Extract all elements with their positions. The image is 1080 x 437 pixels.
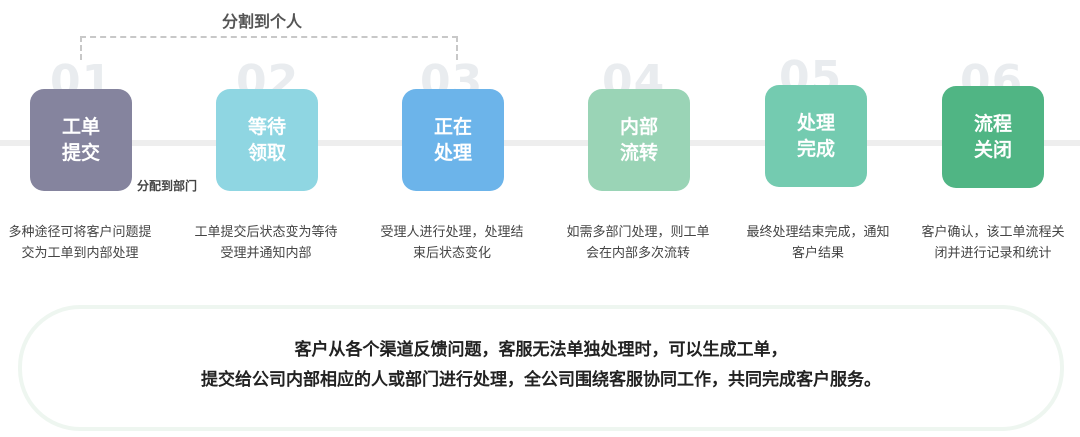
step-desc-6: 客户确认，该工单流程关闭并进行记录和统计 xyxy=(921,225,1065,261)
step-desc-4: 如需多部门处理，则工单会在内部多次流转 xyxy=(566,225,710,261)
step-title: 处理完成 xyxy=(796,112,835,160)
step-title: 等待领取 xyxy=(247,116,286,164)
step-box-transfer: 内部流转 xyxy=(588,89,690,191)
summary-panel: 客户从各个渠道反馈问题，客服无法单独处理时，可以生成工单， 提交给公司内部相应的… xyxy=(18,305,1064,431)
flow-connector-line xyxy=(0,140,1080,146)
step-desc-1: 多种途径可将客户问题提交为工单到内部处理 xyxy=(8,225,152,261)
step-title: 流程关闭 xyxy=(973,113,1012,161)
step-desc-2: 工单提交后状态变为等待受理并通知内部 xyxy=(194,225,338,261)
step-desc-5: 最终处理结束完成，通知客户结果 xyxy=(746,225,890,261)
step-title: 内部流转 xyxy=(619,116,658,164)
step-title: 正在处理 xyxy=(433,116,472,164)
step-box-submit: 工单提交 xyxy=(30,89,132,191)
step-box-complete: 处理完成 xyxy=(765,85,867,187)
step-box-close: 流程关闭 xyxy=(942,86,1044,188)
step-desc-3: 受理人进行处理，处理结束后状态变化 xyxy=(380,225,524,261)
summary-line-2: 提交给公司内部相应的人或部门进行处理，全公司围绕客服协同工作，共同完成客户服务。 xyxy=(201,370,881,390)
summary-text: 客户从各个渠道反馈问题，客服无法单独处理时，可以生成工单， 提交给公司内部相应的… xyxy=(22,335,1060,395)
step-box-processing: 正在处理 xyxy=(402,89,504,191)
step-box-wait: 等待领取 xyxy=(216,89,318,191)
step-title: 工单提交 xyxy=(61,116,100,164)
assign-dept-label: 分配到部门 xyxy=(137,179,198,193)
assign-person-label: 分割到个人 xyxy=(222,12,303,31)
summary-line-1: 客户从各个渠道反馈问题，客服无法单独处理时，可以生成工单， xyxy=(294,340,788,360)
assign-person-bracket xyxy=(80,36,458,60)
